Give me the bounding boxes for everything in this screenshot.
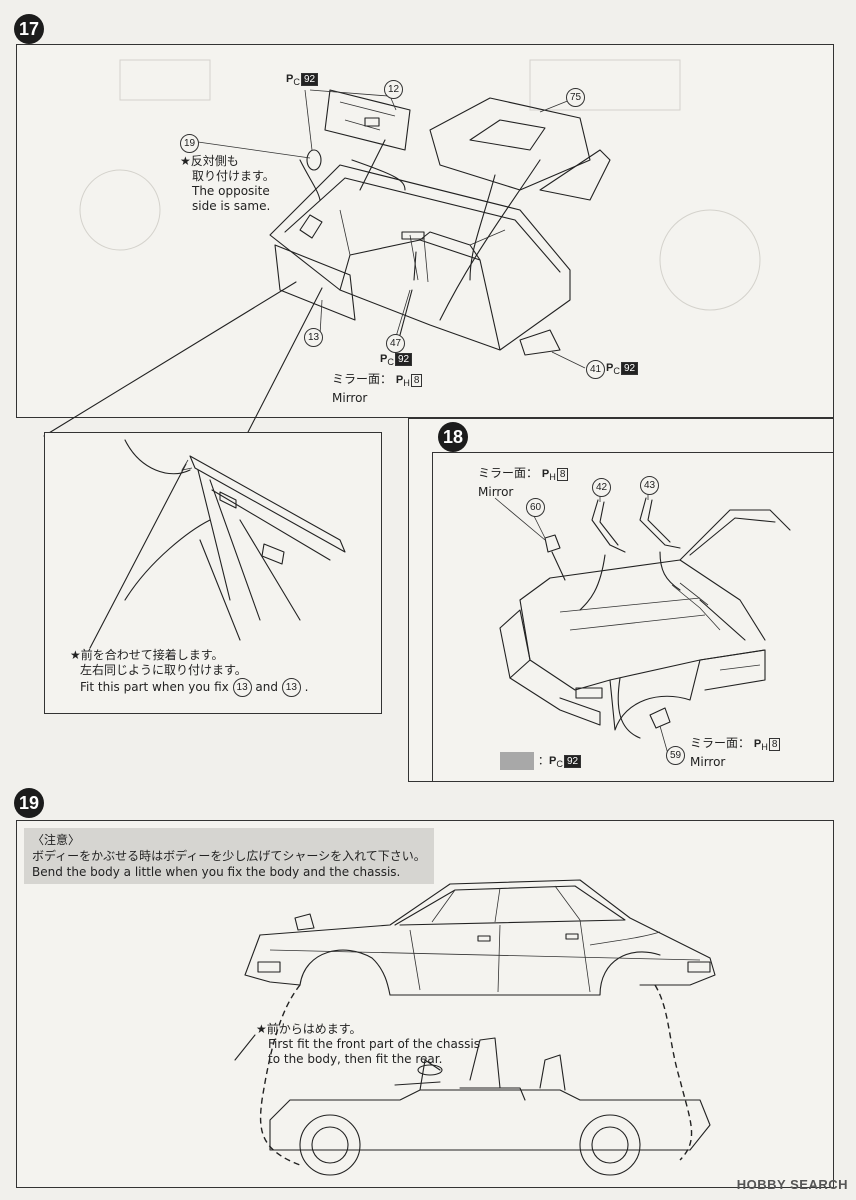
mirror-en: Mirror [690,755,726,770]
paint-code: 8 [410,374,423,387]
paint-sub: C [293,77,300,88]
caution-en: Bend the body a little when you fix the … [32,865,401,879]
paint-code: 92 [300,73,319,86]
detail-en-c: . [304,680,309,694]
part-41-callout: 41 [586,360,605,379]
caution-jp: ボディーをかぶせる時はボディーを少し広げてシャーシを入れて下さい。 [32,849,426,863]
part-13-ref-2: 13 [281,678,301,697]
caution-title: 〈注意〉 [32,833,81,847]
caution-box: 〈注意〉 ボディーをかぶせる時はボディーを少し広げてシャーシを入れて下さい。 B… [24,828,434,884]
paint-sub: H [549,472,556,483]
detail-jp2: 左右同じように取り付けます。 [80,663,247,677]
detail-en-a: Fit this part when you fix [80,680,229,694]
mirror-jp: ミラー面： [690,736,751,750]
step-17-panel [16,44,834,418]
paint-sub: H [761,742,768,753]
front-en1: First fit the front part of the chassis [268,1037,480,1051]
step-18-badge: 18 [438,422,468,452]
paint-letter: P [380,353,388,365]
paint-letter: P [753,738,762,750]
paint-letter: P [606,362,614,374]
mirror-jp: ミラー面： [478,466,539,480]
paint-sub: H [403,378,410,389]
part-13-callout: 13 [304,328,323,347]
detail-note: ★前を合わせて接着します。 左右同じように取り付けます。 Fit this pa… [70,648,308,697]
paint-letter: P [395,374,404,386]
opposite-en2: side is same. [192,199,271,213]
step-17-badge: 17 [14,14,44,44]
mirror-jp: ミラー面： [332,372,393,386]
paint-code: 8 [556,468,569,481]
part-42-callout: 42 [592,478,611,497]
part-19-callout: 19 [180,134,199,153]
part-12-callout: 12 [384,80,403,99]
part-59-callout: 59 [666,746,685,765]
step-18-panel [432,452,834,782]
opposite-en1: The opposite [192,184,270,198]
legend-swatch [500,752,534,770]
paint-letter: P [286,73,294,85]
part-43-callout: 43 [640,476,659,495]
legend-colon: ： [538,755,549,767]
paint-letter: P [549,755,557,767]
detail-en-b: and [255,680,278,694]
detail-jp1: ★前を合わせて接着します。 [70,648,224,662]
front-en2: to the body, then fit the rear. [268,1052,443,1066]
paint-code: 92 [620,362,639,375]
paint-code: 92 [394,353,413,366]
front-first-note: ★前からはめます。 First fit the front part of th… [256,1022,480,1067]
part-47-callout: 47 [386,334,405,353]
paint-code: 92 [563,755,582,768]
opposite-side-note: ★反対側も 取り付けます。 The opposite side is same. [180,154,275,214]
mirror-en: Mirror [332,391,368,406]
paint-sub: C [387,357,394,368]
watermark: HOBBY SEARCH [736,1177,848,1192]
paint-code: 8 [768,738,781,751]
paint-sub: C [613,366,620,377]
front-jp: ★前からはめます。 [256,1022,362,1036]
paint-letter: P [541,468,550,480]
opposite-jp2: 取り付けます。 [192,169,275,183]
part-75-callout: 75 [566,88,585,107]
paint-sub: C [556,759,563,770]
part-13-ref-1: 13 [232,678,252,697]
mirror-en: Mirror [478,485,514,500]
opposite-jp: ★反対側も [180,154,239,168]
step-19-badge: 19 [14,788,44,818]
part-60-callout: 60 [526,498,545,517]
